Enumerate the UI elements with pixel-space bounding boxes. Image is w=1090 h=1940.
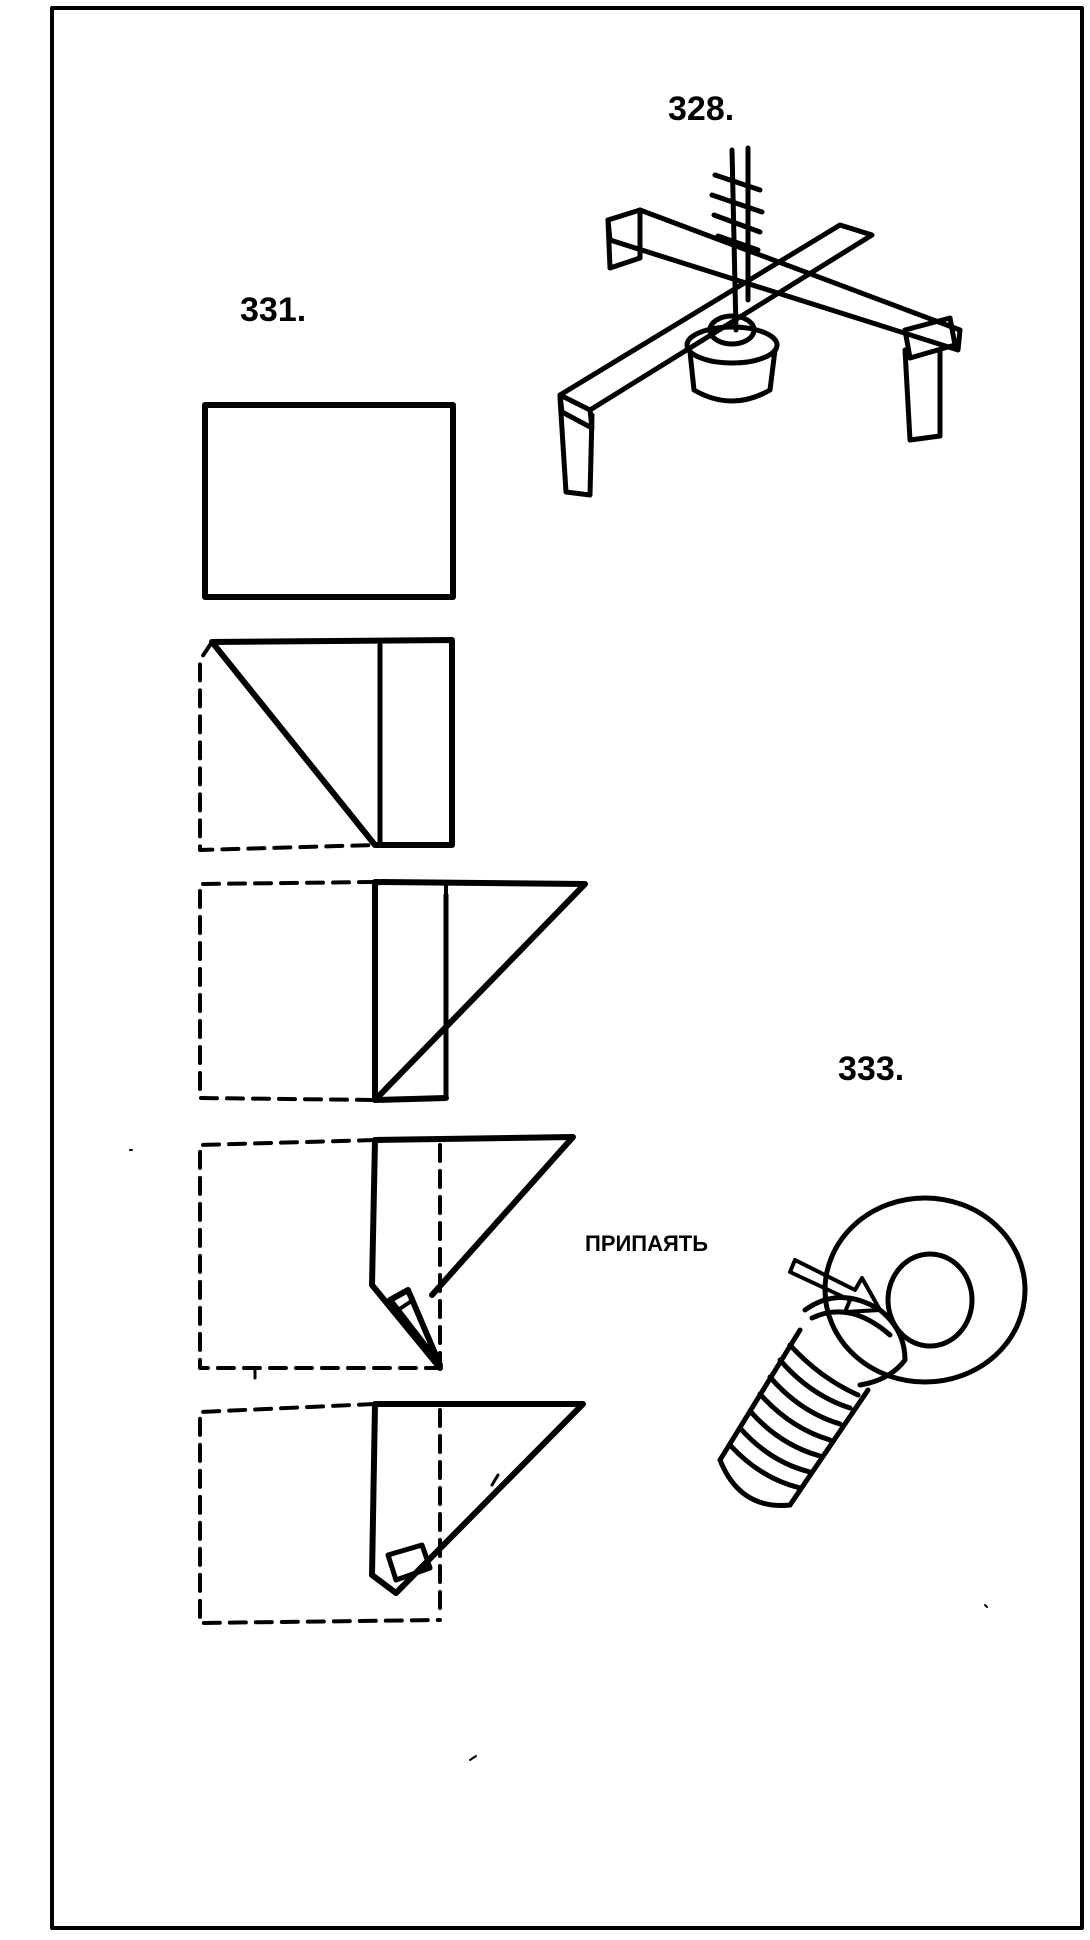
page-frame (50, 6, 1084, 1930)
paper-specks (129, 1149, 988, 1761)
figure-333-label: 333. (838, 1050, 905, 1088)
solder-callout-label: ПРИПАЯТЬ (585, 1231, 709, 1256)
fold-step-2 (198, 637, 455, 852)
figure-328-drawing (557, 145, 963, 498)
fold-step-4 (198, 1134, 576, 1380)
fold-step-5 (198, 1401, 586, 1625)
fold-step-1 (202, 402, 456, 600)
figure-328-label: 328. (668, 90, 735, 128)
figure-333-drawing (717, 1195, 1028, 1508)
fold-step-3 (198, 879, 588, 1103)
figure-331-label: 331. (240, 291, 307, 329)
